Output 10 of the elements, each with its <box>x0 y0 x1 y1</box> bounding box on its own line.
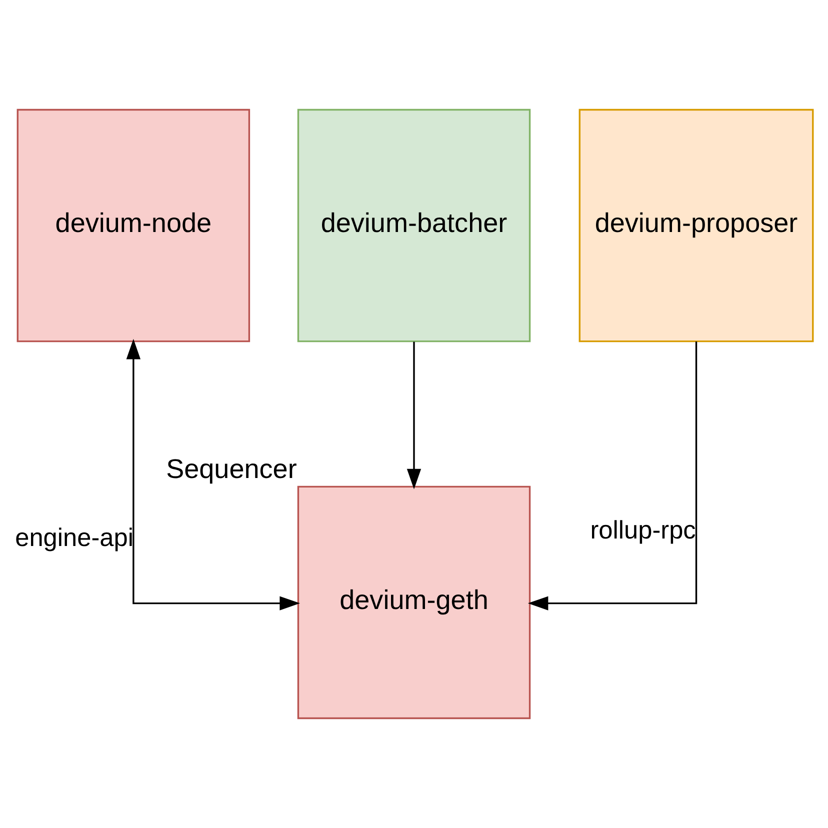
arrow <box>406 342 422 490</box>
node-box: devium-proposer <box>578 108 814 342</box>
arrow <box>126 338 300 610</box>
node-box: devium-node <box>16 108 250 342</box>
node-box: devium-batcher <box>297 108 531 342</box>
edge-label: engine-api <box>15 524 134 552</box>
node-box: devium-geth <box>297 486 531 720</box>
node-label: Sequencer <box>166 454 297 484</box>
arrow <box>528 341 698 610</box>
edge-label: rollup-rpc <box>590 516 696 544</box>
